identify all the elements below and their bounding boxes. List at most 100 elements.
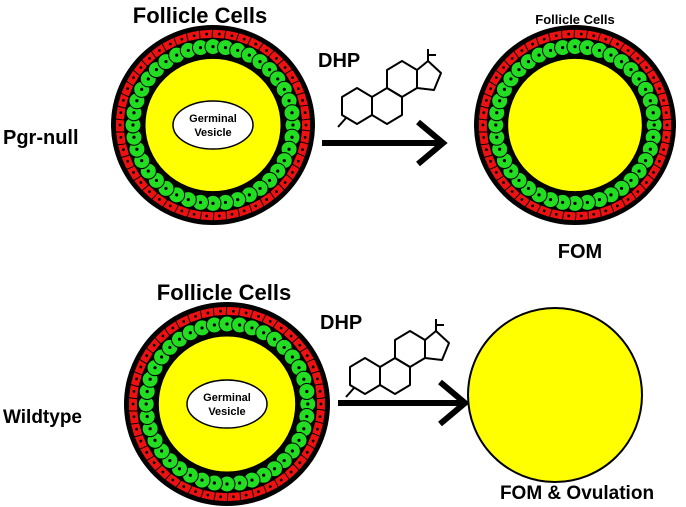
cell-nucleus [664, 136, 668, 139]
cell-nucleus [298, 461, 302, 465]
cell-nucleus [267, 178, 272, 183]
cell-nucleus [157, 198, 161, 201]
cell-nucleus [267, 67, 272, 72]
cell-nucleus [619, 59, 624, 64]
cell-nucleus [579, 214, 583, 218]
cell-nucleus [297, 366, 301, 370]
cell-nucleus [223, 200, 228, 205]
cell-nucleus [301, 99, 304, 102]
cell-nucleus [126, 87, 130, 91]
cell-nucleus [662, 99, 666, 102]
cell-nucleus [279, 326, 283, 330]
cell-nucleus [153, 438, 157, 442]
germinal-vesicle-label-line2: Vesicle [194, 127, 231, 139]
cell-nucleus [232, 495, 235, 499]
cell-nucleus [482, 136, 486, 139]
cell-nucleus [311, 439, 315, 443]
steroid-structure-icon [345, 319, 450, 398]
cell-nucleus [609, 53, 613, 57]
germinal-vesicle-top: Germinal Vesicle [172, 100, 254, 150]
cell-nucleus [306, 402, 310, 406]
cell-nucleus [200, 478, 204, 482]
cell-nucleus [509, 169, 513, 173]
cell-nucleus [132, 415, 136, 419]
cell-nucleus [645, 181, 648, 184]
cell-nucleus [305, 389, 309, 394]
cell-nucleus [489, 87, 492, 91]
cell-nucleus [236, 48, 240, 53]
cell-nucleus [548, 197, 553, 202]
cell-nucleus [526, 59, 531, 64]
cell-nucleus [242, 37, 246, 41]
dhp-label: DHP [320, 312, 362, 334]
cell-nucleus [316, 427, 319, 431]
cell-nucleus [567, 32, 571, 36]
cell-nucleus [265, 198, 269, 201]
cell-nucleus [132, 135, 136, 139]
cell-nucleus [548, 48, 553, 53]
cell-nucleus [287, 147, 291, 151]
cell-nucleus [164, 59, 168, 64]
cell-nucleus [238, 323, 242, 327]
cell-nucleus [494, 170, 498, 174]
cell-nucleus [658, 159, 661, 163]
cell-nucleus [258, 59, 262, 64]
cell-nucleus [157, 49, 161, 52]
cell-nucleus [282, 158, 286, 163]
cell-nucleus [290, 135, 294, 139]
cell-nucleus [502, 181, 505, 184]
germinal-vesicle-label-line1: Germinal [189, 113, 237, 125]
cell-nucleus [257, 490, 260, 494]
cell-nucleus [161, 334, 165, 338]
cell-nucleus [579, 32, 583, 36]
cell-nucleus [482, 111, 486, 114]
cell-nucleus [132, 76, 135, 80]
cell-nucleus [126, 159, 130, 163]
cell-nucleus [262, 473, 266, 477]
ovulated-oocyte [467, 307, 643, 483]
cell-nucleus [148, 56, 151, 60]
cell-nucleus [132, 170, 135, 174]
cell-nucleus [192, 212, 196, 216]
outcome-label-fom: FOM [558, 241, 602, 263]
cell-nucleus [637, 77, 641, 81]
cell-nucleus [258, 186, 262, 191]
cell-nucleus [135, 377, 138, 381]
cell-nucleus [303, 136, 307, 139]
genotype-label-pgr-null: Pgr-null [3, 127, 79, 149]
cell-nucleus [495, 135, 499, 139]
cell-nucleus [119, 111, 123, 114]
cell-nucleus [254, 42, 258, 46]
cell-nucleus [268, 320, 272, 323]
cell-nucleus [145, 354, 149, 358]
cell-nucleus [276, 77, 280, 81]
outcome-label-fom-ovulation: FOM & Ovulation [500, 483, 654, 504]
cell-nucleus [520, 198, 524, 201]
cell-nucleus [247, 53, 251, 57]
cell-nucleus [484, 148, 488, 151]
cell-nucleus [272, 467, 277, 471]
cell-nucleus [168, 458, 172, 463]
cell-nucleus [225, 322, 229, 326]
cell-nucleus [232, 309, 235, 313]
follicle-pgr-null-before [111, 25, 315, 225]
cell-nucleus [290, 355, 294, 359]
cell-nucleus [542, 209, 546, 213]
cell-nucleus [177, 467, 182, 471]
cell-nucleus [645, 66, 648, 69]
cell-nucleus [171, 326, 175, 330]
cell-nucleus [250, 478, 254, 482]
cell-nucleus [219, 495, 222, 499]
cell-nucleus [276, 169, 280, 173]
cell-nucleus [118, 123, 122, 127]
follicle-cells-label: Follicle Cells [157, 280, 292, 305]
cell-nucleus [651, 135, 655, 139]
cell-nucleus [636, 56, 640, 60]
cell-nucleus [652, 123, 656, 127]
cell-nucleus [615, 204, 619, 208]
cell-nucleus [254, 204, 258, 208]
cell-nucleus [510, 56, 514, 60]
cell-nucleus [290, 449, 294, 453]
cell-nucleus [180, 209, 184, 213]
genotype-label-wildtype: Wildtype [3, 407, 82, 428]
